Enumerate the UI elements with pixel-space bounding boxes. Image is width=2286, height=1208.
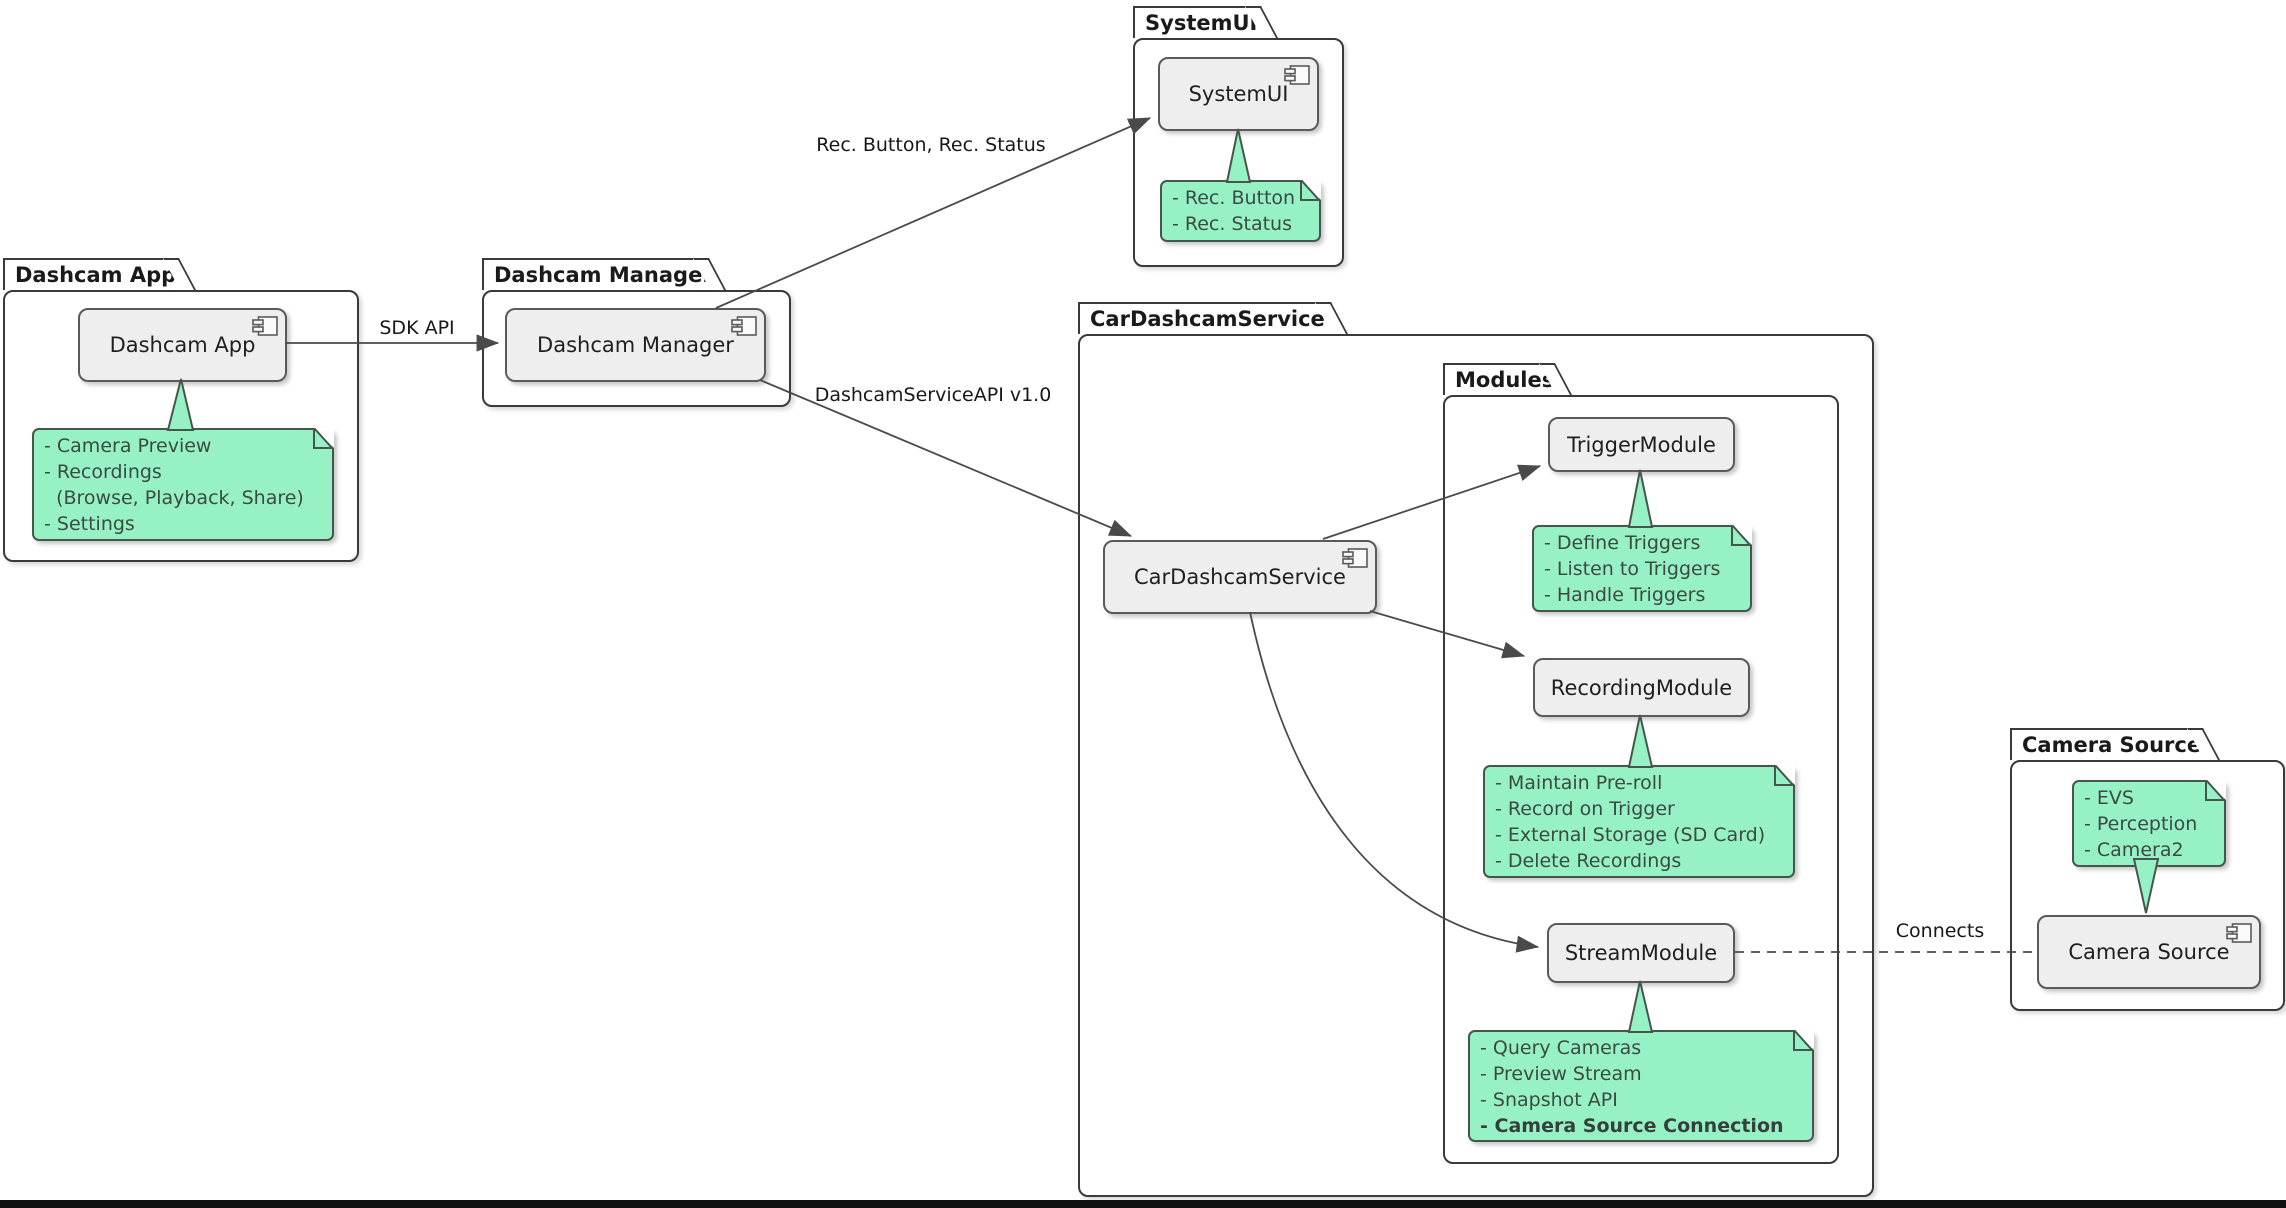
note-fold-icon bbox=[1793, 1030, 1814, 1051]
note-line: (Browse, Playback, Share) bbox=[44, 487, 304, 509]
component-streammodule: StreamModule bbox=[1547, 923, 1735, 983]
component-cardashcamservice: CarDashcamService bbox=[1103, 540, 1377, 614]
note-streammodule: - Query Cameras - Preview Stream - Snaps… bbox=[1468, 1030, 1814, 1142]
component-label: TriggerModule bbox=[1567, 432, 1716, 457]
note-line: - Handle Triggers bbox=[1544, 584, 1706, 606]
note-line: - Delete Recordings bbox=[1495, 850, 1682, 872]
note-line: - Camera Source Connection bbox=[1480, 1115, 1784, 1137]
package-tab-camera-source: Camera Source bbox=[2010, 728, 2201, 760]
component-label: CarDashcamService bbox=[1134, 565, 1346, 589]
note-line: - Maintain Pre-roll bbox=[1495, 772, 1663, 794]
component-recordingmodule: RecordingModule bbox=[1533, 658, 1750, 717]
note-camera-source: - EVS - Perception - Camera2 bbox=[2072, 780, 2226, 867]
note-line: - Preview Stream bbox=[1480, 1063, 1642, 1085]
note-triggermodule: - Define Triggers - Listen to Triggers -… bbox=[1532, 525, 1752, 612]
note-line: - External Storage (SD Card) bbox=[1495, 824, 1766, 846]
note-line: - Perception bbox=[2084, 813, 2198, 835]
note-line: - Camera Preview bbox=[44, 435, 212, 457]
note-line: - EVS bbox=[2084, 787, 2134, 809]
note-fold-icon bbox=[1300, 180, 1321, 201]
component-label: Dashcam Manager bbox=[537, 333, 734, 357]
component-dashcam-manager: Dashcam Manager bbox=[505, 308, 766, 382]
note-line: - Record on Trigger bbox=[1495, 798, 1675, 820]
edge-label-dashcamserviceapi: DashcamServiceAPI v1.0 bbox=[814, 384, 1052, 406]
component-label: Camera Source bbox=[2068, 940, 2230, 964]
component-icon bbox=[1342, 548, 1368, 568]
package-title: CarDashcamService bbox=[1090, 307, 1325, 331]
note-line: - Recordings bbox=[44, 461, 162, 483]
note-fold-icon bbox=[313, 428, 334, 449]
component-label: RecordingModule bbox=[1550, 675, 1733, 700]
component-icon bbox=[1284, 65, 1310, 85]
package-tab-dashcam-app: Dashcam App bbox=[3, 258, 176, 290]
component-systemui: SystemUI bbox=[1158, 57, 1319, 131]
note-fold-icon bbox=[1774, 765, 1795, 786]
note-line: - Rec. Button bbox=[1172, 187, 1296, 209]
edge-label-connects: Connects bbox=[1895, 920, 1985, 942]
note-line: - Snapshot API bbox=[1480, 1089, 1618, 1111]
package-title: Dashcam Manager bbox=[494, 263, 713, 287]
edge-label-rec-button-status: Rec. Button, Rec. Status bbox=[816, 134, 1046, 156]
component-icon bbox=[252, 316, 278, 336]
component-label: StreamModule bbox=[1564, 941, 1718, 965]
component-camera-source: Camera Source bbox=[2037, 915, 2261, 989]
bottom-bar bbox=[0, 1200, 2286, 1208]
note-line: - Settings bbox=[44, 513, 135, 535]
note-systemui: - Rec. Button - Rec. Status bbox=[1160, 180, 1321, 242]
package-tab-dashcam-manager: Dashcam Manager bbox=[482, 258, 713, 290]
component-label: SystemUI bbox=[1188, 82, 1289, 106]
package-tab-systemui: SystemUI bbox=[1133, 6, 1257, 38]
note-line: - Listen to Triggers bbox=[1544, 558, 1721, 580]
note-line: - Define Triggers bbox=[1544, 532, 1701, 554]
package-tab-modules: Modules bbox=[1443, 363, 1554, 395]
component-label: Dashcam App bbox=[109, 333, 256, 357]
note-fold-icon bbox=[1731, 525, 1752, 546]
note-line: - Query Cameras bbox=[1480, 1037, 1642, 1059]
note-recordingmodule: - Maintain Pre-roll - Record on Trigger … bbox=[1483, 765, 1795, 878]
package-title: SystemUI bbox=[1145, 11, 1258, 35]
package-title: Modules bbox=[1455, 368, 1555, 392]
package-title: Dashcam App bbox=[15, 263, 177, 287]
package-title: Camera Source bbox=[2022, 733, 2202, 757]
component-triggermodule: TriggerModule bbox=[1548, 417, 1735, 472]
note-fold-icon bbox=[2205, 780, 2226, 801]
note-line: - Camera2 bbox=[2084, 839, 2184, 861]
component-icon bbox=[2226, 923, 2252, 943]
component-icon bbox=[731, 316, 757, 336]
edge-label-sdk-api: SDK API bbox=[379, 317, 455, 339]
note-dashcam-app: - Camera Preview - Recordings (Browse, P… bbox=[32, 428, 334, 541]
component-dashcam-app: Dashcam App bbox=[78, 308, 287, 382]
note-line: - Rec. Status bbox=[1172, 213, 1293, 235]
package-tab-cardashcamservice: CarDashcamService bbox=[1078, 302, 1325, 334]
